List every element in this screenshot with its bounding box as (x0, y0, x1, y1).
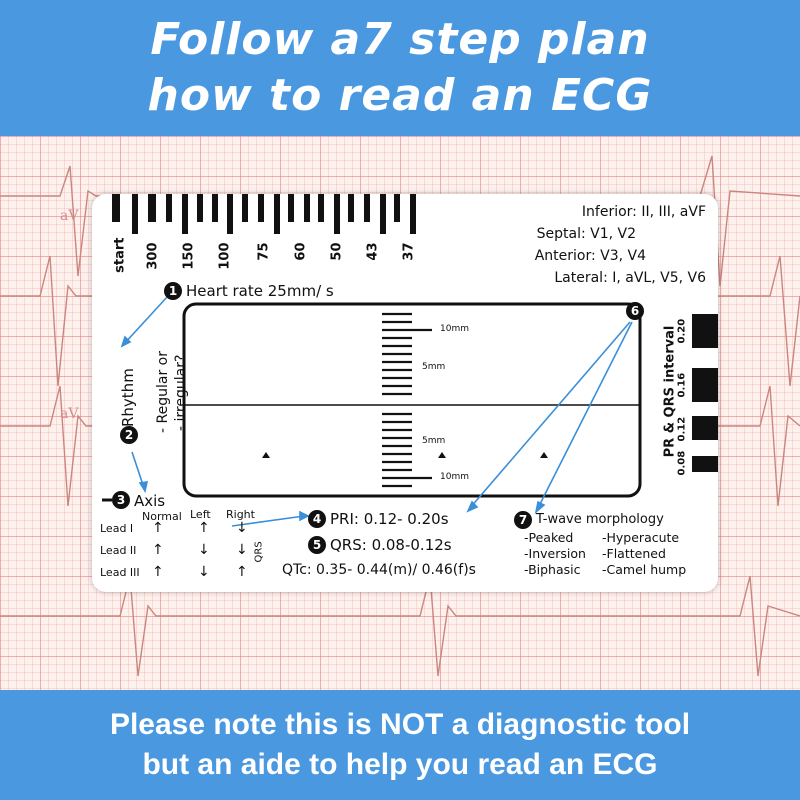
step-2-sub1: - Regular or (155, 351, 171, 433)
step-4-badge: 4 (308, 510, 326, 528)
axis-row-lead-i-right: ↓ (236, 520, 248, 536)
interval-label-008: 0.08 (676, 450, 688, 476)
step-5-label: QRS: 0.08-0.12s (330, 536, 452, 554)
axis-row-lead-i-left: ↑ (198, 520, 210, 536)
ecg-ruler-card: start 300 150 100 75 60 50 43 37 Inferio… (92, 194, 718, 592)
step-6-badge: 6 (626, 302, 644, 320)
t-wave-flattened: -Flattened (602, 546, 666, 561)
rate-label-start: start (112, 237, 128, 273)
ruler-5mm-bottom: 5mm (422, 436, 446, 446)
interval-bars (692, 314, 718, 472)
axis-row-lead-i: Lead I (100, 522, 134, 535)
step-7-label: T-wave morphology (536, 512, 664, 527)
lead-group-lateral: Lateral: I, aVL, V5, V6 (554, 270, 706, 286)
rate-bars (112, 194, 416, 234)
title-line-1: Follow a7 step plan (150, 14, 650, 65)
rate-label-43: 43 (365, 242, 381, 261)
t-wave-hyperacute: -Hyperacute (602, 530, 680, 545)
measure-box (182, 302, 642, 498)
rate-label-150: 150 (181, 242, 197, 270)
step-5-badge: 5 (308, 536, 326, 554)
axis-row-lead-iii-normal: ↑ (152, 564, 164, 580)
interval-title: PR & QRS interval (662, 325, 678, 458)
mm-ruler (382, 312, 432, 488)
rate-label-60: 60 (293, 242, 309, 261)
ruler-5mm-top: 5mm (422, 362, 446, 372)
step-3-label: Axis (134, 492, 166, 510)
interval-label-016: 0.16 (676, 372, 688, 398)
rate-label-50: 50 (329, 242, 345, 261)
disclaimer-line-1: Please note this is NOT a diagnostic too… (109, 708, 691, 741)
axis-row-lead-iii-left: ↓ (198, 564, 210, 580)
step-7-badge: 7 (514, 511, 532, 529)
axis-row-lead-i-normal: ↑ (152, 520, 164, 536)
axis-header-left: Left (190, 508, 211, 521)
axis-row-lead-ii-right: ↓ (236, 542, 248, 558)
interval-label-020: 0.20 (676, 318, 688, 344)
axis-row-lead-iii: Lead III (100, 566, 140, 579)
t-wave-peaked: -Peaked (524, 530, 574, 545)
lead-label-top: aV (60, 208, 79, 224)
ecg-traces (0, 155, 800, 677)
axis-header-normal: Normal (142, 510, 182, 523)
step-2-label: Rhythm (119, 368, 137, 427)
step-2-badge: 2 (120, 426, 138, 444)
disclaimer-line-2: but an aide to help you read an ECG (142, 748, 658, 781)
card-graphics (102, 194, 718, 527)
step-3-badge: 3 (112, 491, 130, 509)
axis-row-lead-ii-left: ↓ (198, 542, 210, 558)
t-wave-biphasic: -Biphasic (524, 562, 581, 577)
ruler-10mm-top: 10mm (440, 324, 469, 334)
axis-header-right: Right (226, 508, 255, 521)
lead-group-septal: Septal: V1, V2 (536, 226, 636, 242)
rate-label-100: 100 (217, 242, 233, 270)
t-wave-inversion: -Inversion (524, 546, 586, 561)
guide-arrows (120, 295, 633, 527)
rate-label-37: 37 (401, 242, 417, 261)
axis-row-lead-iii-right: ↑ (236, 564, 248, 580)
step-1-badge: 1 (164, 282, 182, 300)
t-wave-camel-hump: -Camel hump (602, 562, 687, 577)
interval-label-012: 0.12 (676, 416, 688, 442)
step-4-label: PRI: 0.12- 0.20s (330, 510, 449, 528)
rate-label-300: 300 (145, 242, 161, 270)
lead-group-anterior: Anterior: V3, V4 (534, 248, 646, 264)
qtc-label: QTc: 0.35- 0.44(m)/ 0.46(f)s (282, 562, 476, 578)
ruler-10mm-bottom: 10mm (440, 472, 469, 482)
step-2-sub2: - irregular? (173, 354, 189, 431)
axis-qrs-label: QRS (253, 541, 265, 563)
step-1-label: Heart rate 25mm/ s (186, 282, 334, 300)
disclaimer-banner: Please note this is NOT a diagnostic too… (0, 690, 800, 800)
rate-label-75: 75 (256, 242, 272, 261)
axis-row-lead-ii: Lead II (100, 544, 137, 557)
axis-row-lead-ii-normal: ↑ (152, 542, 164, 558)
title-line-2: how to read an ECG (147, 70, 653, 121)
title-banner: Follow a7 step plan how to read an ECG (0, 0, 800, 136)
lead-group-inferior: Inferior: II, III, aVF (581, 204, 706, 220)
lead-label-middle: aV (60, 406, 79, 422)
